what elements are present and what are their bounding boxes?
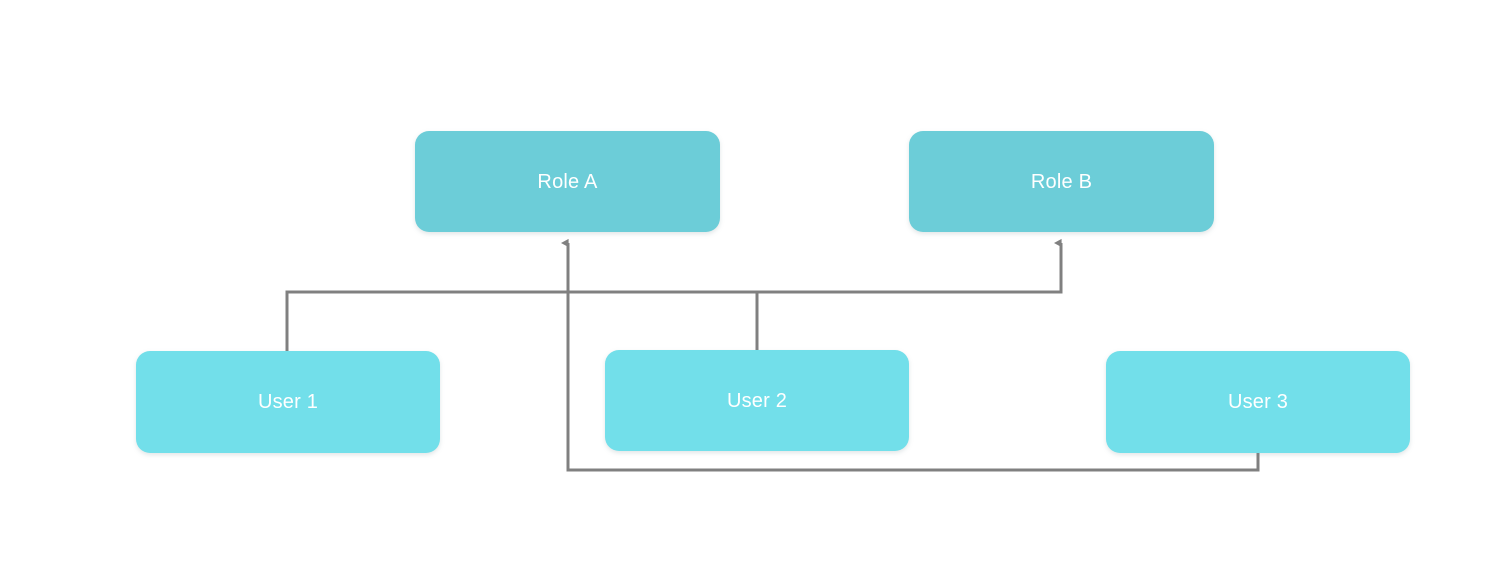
edge-user2-to-role-a: [568, 290, 759, 350]
node-role-b[interactable]: Role B: [909, 131, 1214, 232]
node-user-1-label: User 1: [257, 391, 319, 413]
node-user-3-label: User 3: [1227, 391, 1289, 413]
edge-user1-to-role-b: [285, 238, 1063, 351]
node-user-2[interactable]: User 2: [605, 350, 909, 451]
node-role-a-label: Role A: [537, 170, 598, 193]
node-role-a[interactable]: Role A: [415, 131, 720, 232]
node-role-b-label: Role B: [1030, 170, 1093, 193]
node-user-2-label: User 2: [726, 389, 788, 412]
node-user-3[interactable]: User 3: [1106, 351, 1410, 453]
node-user-1[interactable]: User 1: [136, 351, 440, 453]
